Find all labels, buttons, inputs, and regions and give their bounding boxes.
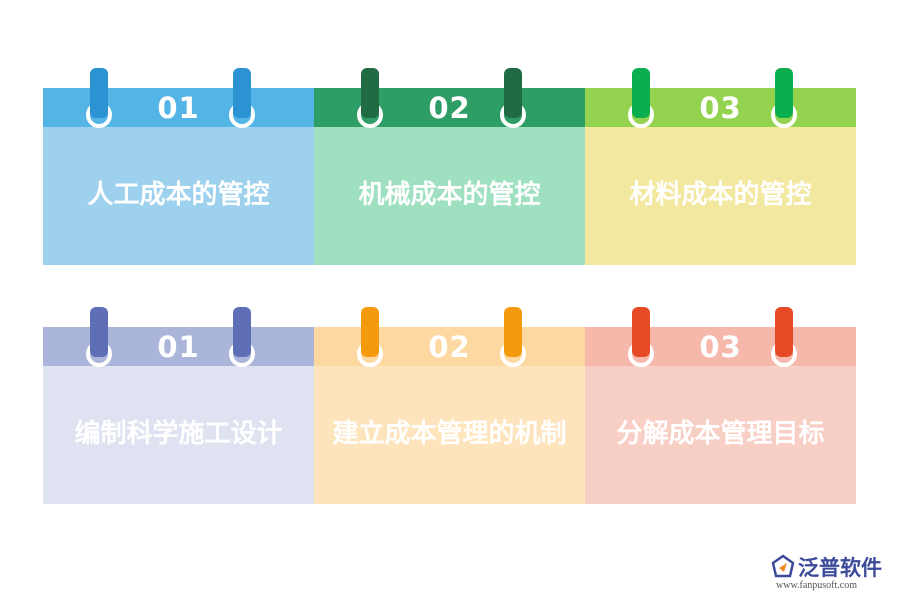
binder-clip-left xyxy=(90,307,108,357)
card-body: 编制科学施工设计 xyxy=(43,366,314,504)
brand-logo: 泛普软件 www.fanpusoft.com xyxy=(768,552,893,596)
card-body: 建立成本管理的机制 xyxy=(314,366,585,504)
logo-name: 泛普软件 xyxy=(798,556,882,580)
binder-clip-right xyxy=(233,307,251,357)
card-body: 人工成本的管控 xyxy=(43,127,314,265)
card-labor-cost: 人工成本的管控 01 xyxy=(43,68,314,265)
binder-clip-right xyxy=(504,307,522,357)
card-body: 材料成本的管控 xyxy=(585,127,856,265)
logo-url: www.fanpusoft.com xyxy=(776,580,858,591)
card-number: 01 xyxy=(157,90,200,125)
binder-clip-right xyxy=(504,68,522,118)
card-number: 03 xyxy=(699,329,742,364)
binder-clip-right xyxy=(775,68,793,118)
card-label: 材料成本的管控 xyxy=(629,179,812,210)
binder-clip-right xyxy=(233,68,251,118)
card-number: 02 xyxy=(428,90,471,125)
card-number: 01 xyxy=(157,329,200,364)
logo-mark-icon xyxy=(771,554,795,578)
binder-clip-right xyxy=(775,307,793,357)
binder-clip-left xyxy=(632,307,650,357)
card-construction-design: 编制科学施工设计 01 xyxy=(43,307,314,504)
card-cost-targets: 分解成本管理目标 03 xyxy=(585,307,856,504)
card-label: 编制科学施工设计 xyxy=(74,418,283,449)
card-machinery-cost: 机械成本的管控 02 xyxy=(314,68,585,265)
card-label: 机械成本的管控 xyxy=(358,179,541,210)
card-number: 02 xyxy=(428,329,471,364)
binder-clip-left xyxy=(361,307,379,357)
card-material-cost: 材料成本的管控 03 xyxy=(585,68,856,265)
card-label: 建立成本管理的机制 xyxy=(332,418,567,449)
card-body: 机械成本的管控 xyxy=(314,127,585,265)
card-label: 人工成本的管控 xyxy=(87,179,270,210)
binder-clip-left xyxy=(90,68,108,118)
card-cost-mechanism: 建立成本管理的机制 02 xyxy=(314,307,585,504)
binder-clip-left xyxy=(361,68,379,118)
binder-clip-left xyxy=(632,68,650,118)
card-body: 分解成本管理目标 xyxy=(585,366,856,504)
card-number: 03 xyxy=(699,90,742,125)
card-label: 分解成本管理目标 xyxy=(616,418,825,449)
